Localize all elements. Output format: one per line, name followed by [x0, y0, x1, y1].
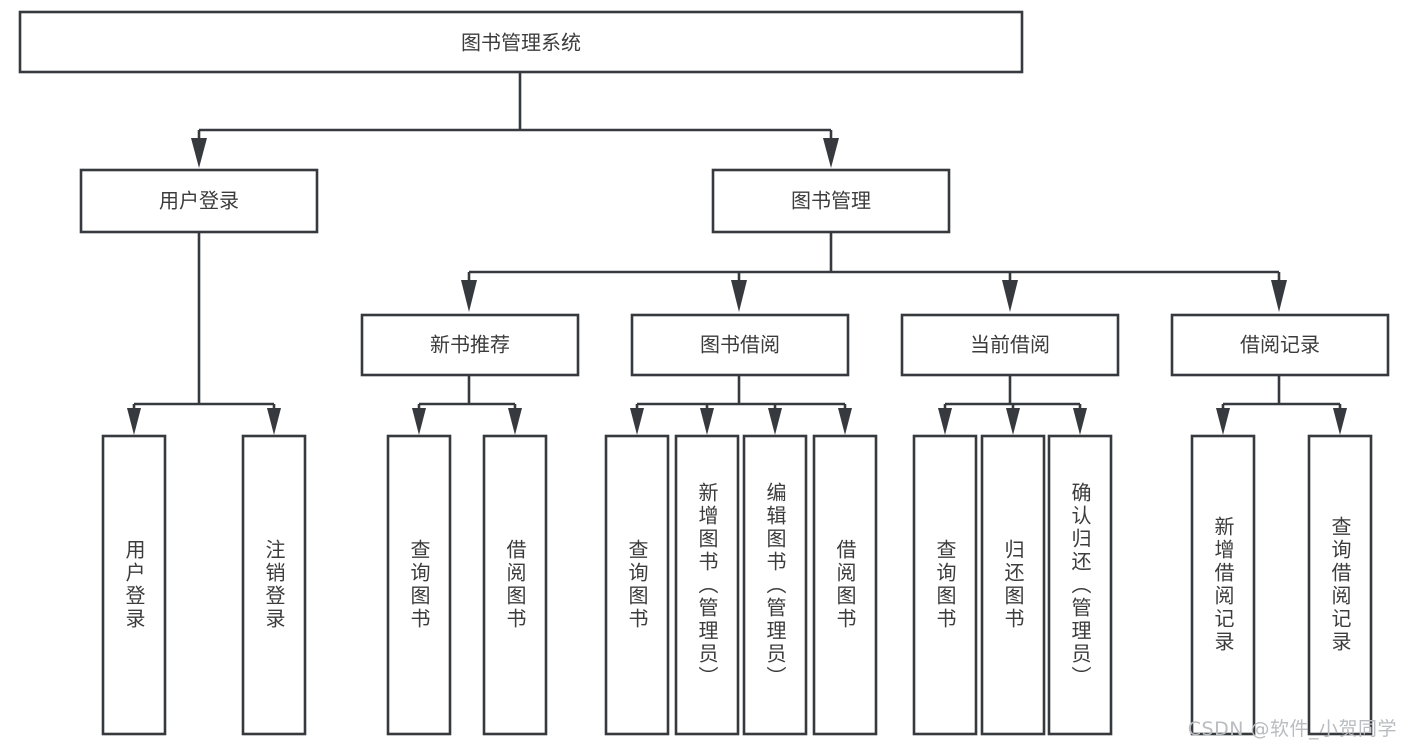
connectors-current-borrow-to-leaves: [938, 376, 1087, 435]
leaf-box-return-book[interactable]: [980, 434, 1046, 736]
arrow-head-borrow-record: [1271, 280, 1287, 312]
arrow-head-new-book: [461, 280, 477, 312]
leaf-box-query-record[interactable]: [1307, 434, 1373, 736]
arrow-head-leaf-confirm-return: [1073, 408, 1087, 435]
arrow-head-user-login: [191, 138, 207, 168]
leaf-box-query-book-3[interactable]: [912, 434, 978, 736]
leaf-boxes-book-borrow: [604, 434, 878, 736]
leaf-box-confirm-return[interactable]: [1047, 434, 1113, 736]
leaf-box-add-record[interactable]: [1190, 434, 1256, 736]
node-book-manage[interactable]: 图书管理: [711, 168, 951, 234]
leaf-boxes-borrow-record: [1190, 434, 1373, 736]
leaf-box-user-login[interactable]: [101, 434, 167, 736]
arrow-head-leaf-return-book: [1006, 408, 1020, 435]
node-borrow-record-box[interactable]: [1170, 313, 1390, 377]
leaf-box-borrow-book-2[interactable]: [812, 434, 878, 736]
leaf-boxes-user-login: [101, 434, 307, 736]
arrow-head-leaf-logout: [267, 408, 281, 435]
connectors-book-borrow-to-leaves: [630, 376, 852, 435]
node-root-label: 图书管理系统: [461, 31, 581, 55]
leaf-boxes-current-borrow: [912, 434, 1113, 736]
arrow-head-book-manage: [823, 138, 839, 168]
leaf-boxes-new-book-recommend: [386, 434, 548, 736]
arrow-head-leaf-user-login: [127, 408, 141, 435]
connectors-borrow-record-to-leaves: [1216, 376, 1347, 435]
node-user-login-label: 用户登录: [159, 189, 239, 213]
arrow-head-leaf-query-record: [1333, 408, 1347, 435]
arrow-head-leaf-edit-book: [768, 408, 782, 435]
node-borrow-record-label: 借阅记录: [1240, 333, 1320, 357]
arrow-head-leaf-borrow-book-2: [838, 408, 852, 435]
leaf-box-query-book-1[interactable]: [386, 434, 452, 736]
node-book-manage-label: 图书管理: [791, 189, 871, 213]
connectors-book-manage-to-level3: [461, 233, 1287, 312]
node-new-book-recommend[interactable]: 新书推荐: [360, 313, 580, 377]
connectors-user-login-to-leaves: [127, 233, 281, 435]
node-book-borrow-box[interactable]: [630, 313, 850, 377]
node-book-borrow[interactable]: 图书借阅: [630, 313, 850, 377]
arrow-head-leaf-borrow-book-1: [508, 408, 522, 435]
leaf-box-borrow-book-1[interactable]: [482, 434, 548, 736]
node-current-borrow-box[interactable]: [900, 313, 1120, 377]
node-root[interactable]: 图书管理系统: [18, 10, 1024, 74]
arrow-head-leaf-add-book: [700, 408, 714, 435]
node-new-book-recommend-label: 新书推荐: [430, 333, 510, 357]
node-book-borrow-label: 图书借阅: [700, 333, 780, 357]
node-current-borrow[interactable]: 当前借阅: [900, 313, 1120, 377]
arrow-head-current-borrow: [1002, 280, 1018, 312]
leaf-box-logout[interactable]: [241, 434, 307, 736]
arrow-head-book-borrow: [731, 280, 747, 312]
node-new-book-recommend-box[interactable]: [360, 313, 580, 377]
leaf-box-add-book[interactable]: [674, 434, 740, 736]
arrow-head-leaf-query-book-1: [412, 408, 426, 435]
node-current-borrow-label: 当前借阅: [970, 333, 1050, 357]
node-user-login[interactable]: 用户登录: [79, 168, 319, 234]
node-book-manage-box[interactable]: [711, 168, 951, 234]
connectors-root-to-level2: [191, 72, 839, 168]
connectors-new-book-to-leaves: [412, 376, 522, 435]
arrow-head-leaf-add-record: [1216, 408, 1230, 435]
leaf-box-edit-book[interactable]: [742, 434, 808, 736]
leaf-box-query-book-2[interactable]: [604, 434, 670, 736]
watermark-text: CSDN @软件_小贺同学: [1187, 718, 1397, 740]
arrow-head-leaf-query-book-3: [938, 408, 952, 435]
node-borrow-record[interactable]: 借阅记录: [1170, 313, 1390, 377]
node-user-login-box[interactable]: [79, 168, 319, 234]
node-root-box[interactable]: [18, 10, 1024, 74]
arrow-head-leaf-query-book-2: [630, 408, 644, 435]
